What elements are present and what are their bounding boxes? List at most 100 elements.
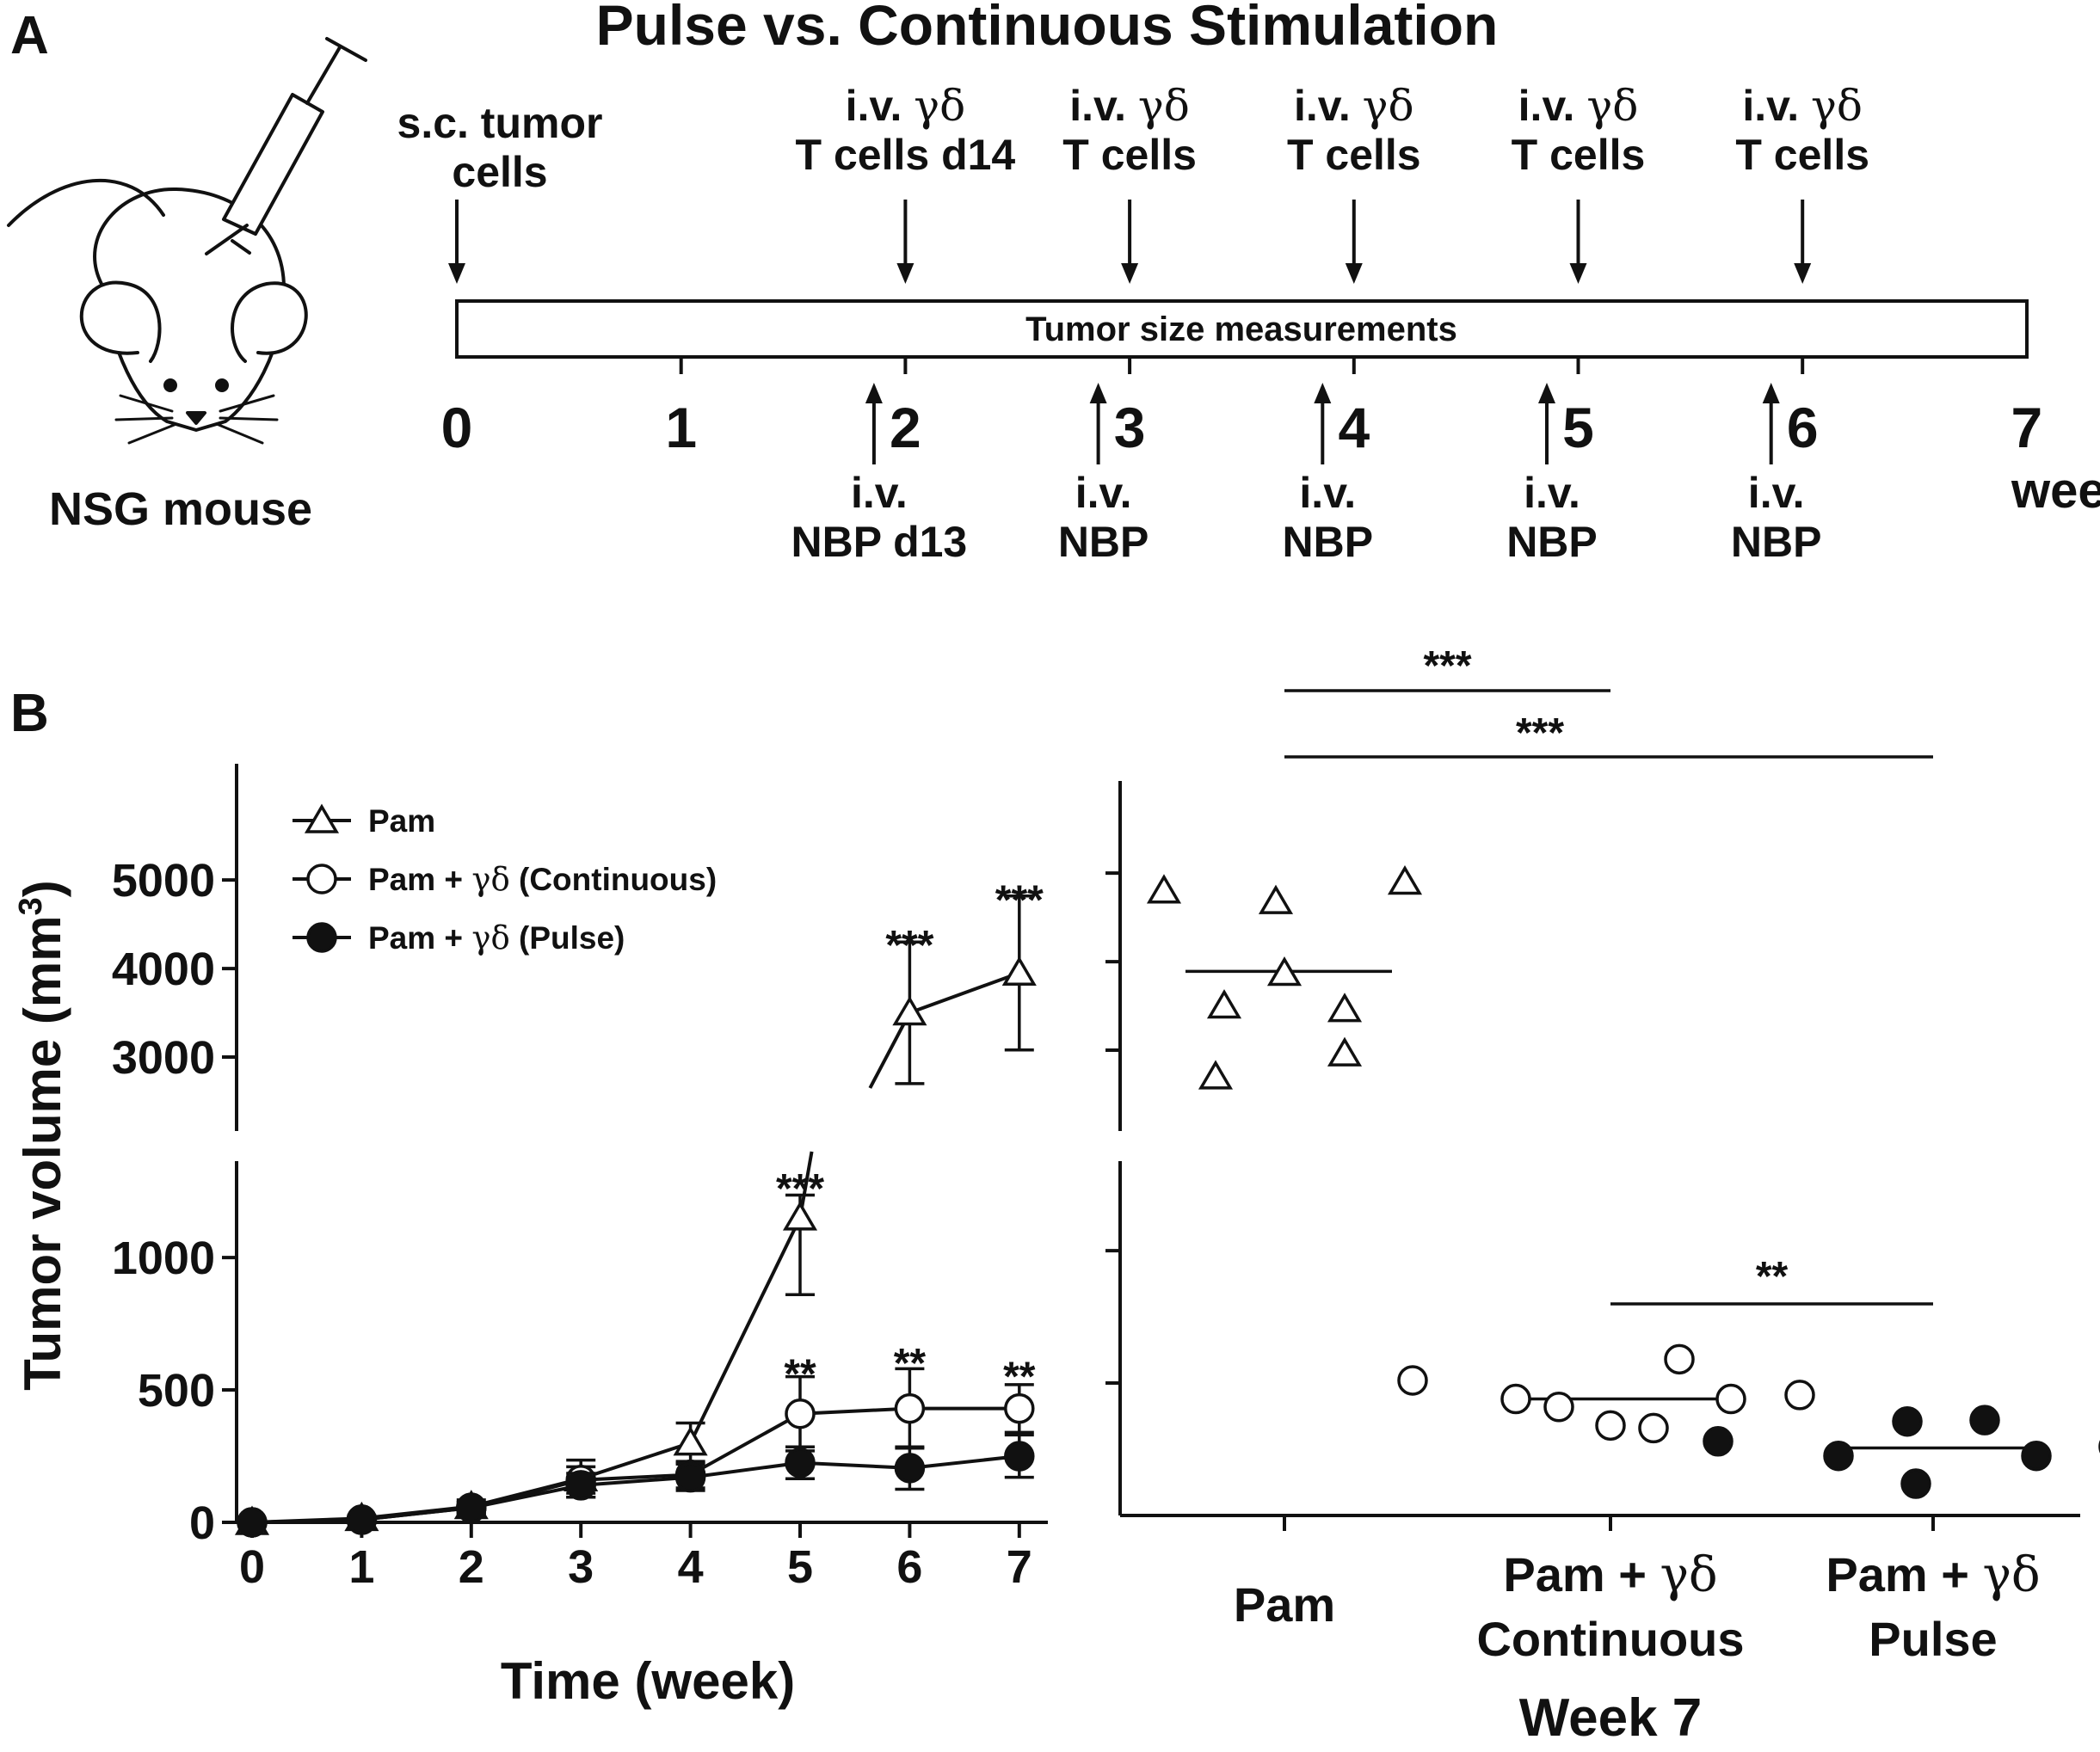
timeline-bottom-event-label: NBP: [1058, 518, 1149, 566]
scatter-point: [1327, 1036, 1363, 1067]
timeline-top-event-label: T cells: [1287, 131, 1421, 179]
scatter-point: [1198, 1060, 1234, 1090]
timeline-bottom-event-label: i.v.: [851, 469, 908, 517]
scatter-point: [1258, 884, 1294, 914]
timeline-bottom-event-label: i.v.: [1748, 469, 1805, 517]
timeline-bottom-arrow: [1089, 383, 1107, 464]
timeline-bar-label: Tumor size measurements: [1025, 310, 1457, 348]
mouse-illustration: [7, 37, 367, 445]
data-point: [1004, 1441, 1035, 1472]
arrow-head: [1345, 263, 1363, 284]
significance-label: ***: [776, 1166, 824, 1212]
line-chart-ylabel: Tumor volume (mm3): [13, 880, 71, 1390]
data-point: [237, 1507, 268, 1538]
timeline-top-arrow: [1569, 200, 1587, 284]
timeline-bottom-event-label: i.v.: [1075, 469, 1132, 517]
scatter-point: [1327, 993, 1363, 1023]
y-tick-label: 5000: [112, 855, 215, 907]
arrow-head: [1121, 263, 1139, 284]
x-tick-label: 1: [348, 1541, 374, 1593]
x-tick-label: 2: [459, 1541, 484, 1593]
significance-label: ***: [1516, 710, 1564, 756]
data-point: [346, 1504, 378, 1535]
arrow-head: [1538, 383, 1556, 403]
x-tick-label: 0: [239, 1541, 265, 1593]
arrow-head: [448, 263, 465, 284]
timeline-bottom-event-label: NBP: [1506, 518, 1598, 566]
timeline-top-event-label: T cells: [1735, 131, 1869, 179]
data-point: [673, 1426, 708, 1456]
panel-a-label: A: [10, 6, 49, 65]
timeline-top-event-label: T cells: [1512, 131, 1646, 179]
series-circle-filled: [237, 1433, 1035, 1538]
timeline-top-event-label: i.v. γδ: [1518, 81, 1639, 131]
timeline-bar: [455, 299, 2029, 359]
significance-label: **: [1003, 1354, 1036, 1399]
data-point: [785, 1447, 816, 1478]
scatter-point: [1823, 1440, 1854, 1472]
timeline-top-event-label: cells: [452, 148, 547, 196]
timeline-bottom-arrow: [1314, 383, 1332, 464]
significance-label: **: [784, 1351, 816, 1397]
scatter-significance-bars: ********: [1284, 643, 1933, 1306]
legend-marker: [306, 922, 337, 953]
significance-label: ***: [885, 923, 933, 968]
scatter-point: [1892, 1405, 1923, 1437]
scatter-point: [1387, 865, 1423, 895]
arrow-head: [865, 383, 883, 403]
y-tick-label: 0: [189, 1497, 215, 1549]
y-tick-label: 4000: [112, 944, 215, 995]
arrow-head: [1794, 263, 1812, 284]
arrow-head: [1762, 383, 1780, 403]
timeline-top-event-label: i.v. γδ: [846, 81, 966, 131]
scatter-point: [1703, 1426, 1734, 1457]
timeline-top-event-label: i.v. γδ: [1069, 81, 1190, 131]
timeline-unit-label: weeks: [2011, 463, 2100, 519]
scatter-point: [1969, 1405, 2000, 1435]
category-label: Pam + γδ: [1503, 1547, 1717, 1603]
timeline-top-arrow: [1794, 200, 1812, 284]
series-line: [251, 971, 1020, 1524]
data-point: [894, 1453, 926, 1484]
scatter-chart-points: [1146, 865, 2100, 1499]
timeline-top-event-label: s.c. tumor: [397, 99, 603, 147]
line-chart-series: [234, 894, 1037, 1538]
timeline-tick-label: 4: [1338, 396, 1370, 459]
scatter-point: [1500, 1383, 1531, 1415]
data-point: [1004, 1392, 1035, 1424]
panel-a-title: Pulse vs. Continuous Stimulation: [596, 0, 1499, 57]
arrow-head: [1314, 383, 1332, 403]
timeline-bottom-event-label: i.v.: [1299, 469, 1356, 517]
significance-label: **: [894, 1341, 927, 1386]
arrow-head: [896, 263, 915, 284]
x-tick-label: 4: [678, 1541, 704, 1593]
timeline-bottom-arrow: [1762, 383, 1780, 464]
legend-label: Pam: [368, 803, 435, 839]
timeline-tick-label: 2: [890, 396, 921, 459]
timeline-bottom-event-label: NBP d13: [791, 518, 968, 566]
legend-marker: [304, 803, 340, 833]
timeline-top-arrow: [448, 200, 465, 284]
arrow-head: [1569, 263, 1587, 284]
legend-marker: [306, 864, 337, 894]
timeline-top-arrow: [1345, 200, 1363, 284]
line-chart-xlabel: Time (week): [501, 1652, 795, 1710]
scatter-point: [1715, 1383, 1746, 1415]
x-tick-label: 5: [787, 1541, 813, 1593]
scatter-point: [1146, 874, 1182, 904]
legend-label: Pam + γδ (Continuous): [368, 861, 717, 898]
scatter-group-circle-filled: [1703, 1405, 2100, 1499]
timeline-bottom-arrow: [865, 383, 883, 464]
data-point: [674, 1461, 706, 1493]
series-triangle-open: [234, 894, 1037, 1535]
significance-label: **: [1756, 1254, 1789, 1300]
data-point: [1001, 956, 1037, 986]
timeline-tick-label: 0: [441, 396, 473, 459]
data-point: [894, 1392, 926, 1424]
